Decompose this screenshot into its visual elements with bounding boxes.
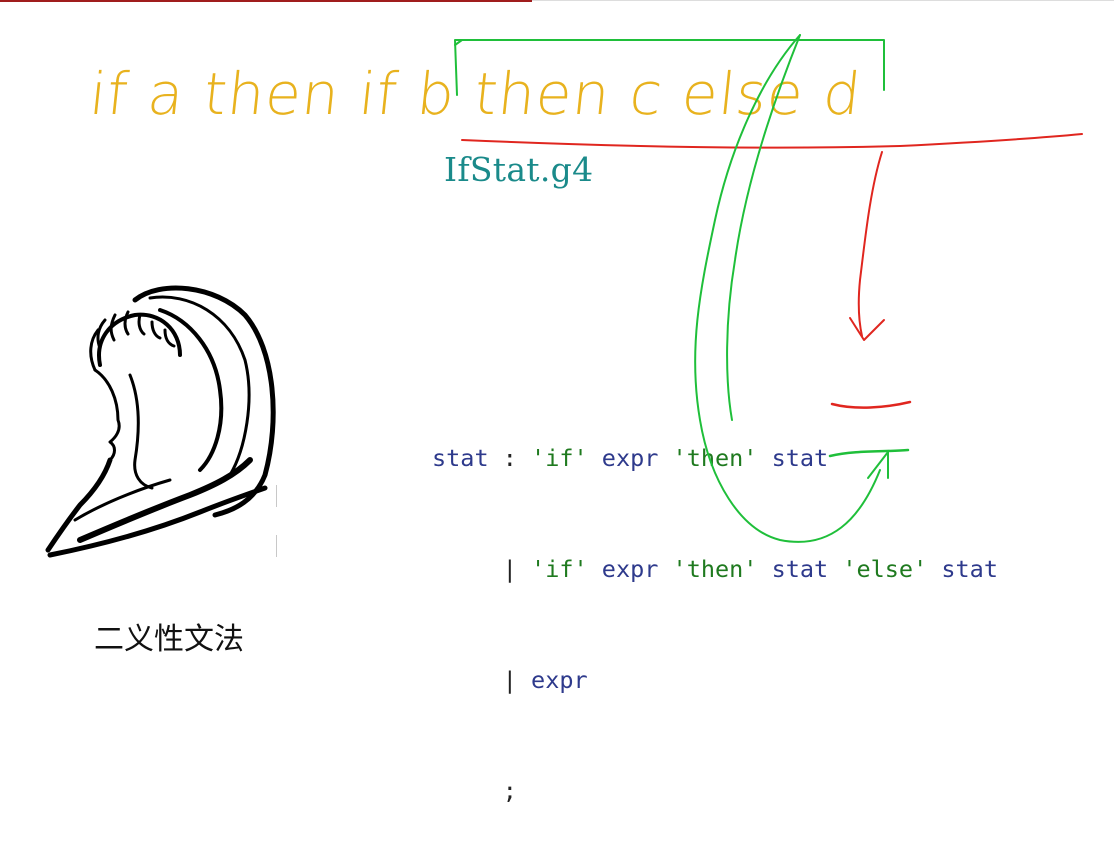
code-token: |: [432, 555, 532, 583]
code-line-4: ;: [432, 773, 998, 810]
code-token: 'then': [672, 555, 758, 583]
grammar-code: stat : 'if' expr 'then' stat | 'if' expr…: [432, 366, 998, 847]
code-token: expr: [601, 444, 659, 472]
code-token: expr: [601, 555, 659, 583]
code-token: [658, 555, 672, 583]
code-line-2: | 'if' expr 'then' stat 'else' stat: [432, 551, 998, 588]
top-rule-light: [532, 0, 1114, 1]
red-arrow-line: [857, 151, 883, 337]
code-token: [927, 555, 941, 583]
code-token: 'then': [672, 444, 758, 472]
code-token: stat: [771, 444, 829, 472]
code-token: [757, 444, 771, 472]
code-token: [828, 555, 842, 583]
red-underline: [461, 133, 1083, 149]
crop-mark-bottom: [276, 535, 277, 557]
red-arrow-head: [849, 317, 885, 341]
hooded-face-icon: [45, 285, 276, 558]
code-token: 'else': [842, 555, 928, 583]
rule-name: stat: [432, 444, 489, 472]
code-token: [588, 444, 602, 472]
code-token: ;: [432, 777, 517, 805]
code-token: |: [432, 666, 532, 694]
code-token: [658, 444, 672, 472]
handwritten-sentence: if a then if b then c else d: [86, 60, 865, 128]
code-token: stat: [941, 555, 998, 583]
slide-title: IfStat.g4: [444, 150, 594, 189]
code-token: [588, 555, 602, 583]
code-token: :: [488, 444, 532, 472]
crop-mark-top: [276, 485, 277, 507]
code-token: stat: [771, 555, 829, 583]
code-line-1: stat : 'if' expr 'then' stat: [432, 440, 998, 477]
code-token: expr: [531, 666, 588, 694]
code-token: 'if': [531, 555, 588, 583]
slide-caption: 二义性文法: [94, 622, 244, 657]
code-token: 'if': [531, 444, 588, 472]
green-bracket-tick: [454, 39, 463, 46]
top-rule: [0, 0, 532, 2]
code-token: [757, 555, 771, 583]
code-line-3: | expr: [432, 662, 998, 699]
